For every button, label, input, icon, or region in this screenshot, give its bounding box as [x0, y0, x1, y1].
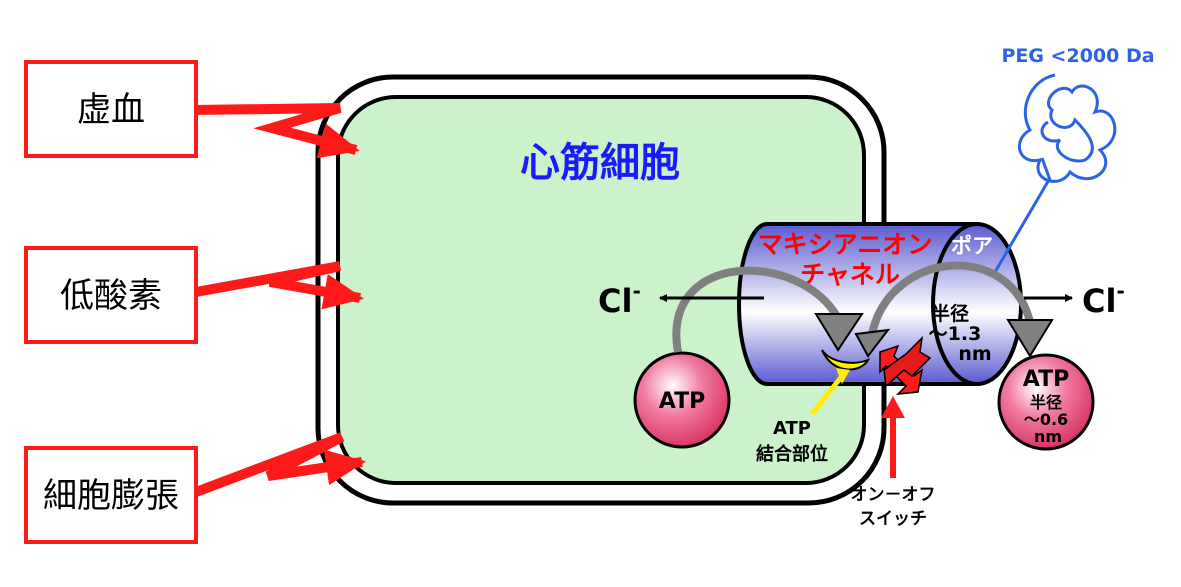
pore-radius-line1: 半径 — [931, 302, 969, 325]
atp-inside: ATP — [633, 351, 731, 449]
pore-label: ポア — [951, 234, 993, 258]
switch-label-line1: オン－オフ — [851, 485, 936, 505]
binding-site-label-line2: 結合部位 — [756, 443, 828, 465]
stimulus-arrow-ischemia — [195, 103, 360, 159]
atp-outside-radius-line1: 半径 — [1030, 393, 1062, 412]
atp-release-arrowhead-right — [1006, 319, 1054, 358]
binding-site-label-line1: ATP — [773, 418, 811, 439]
atp-release-arrow — [868, 261, 1034, 335]
stimulus-label-hypoxia: 低酸素 — [60, 276, 162, 316]
chloride-label-left: Cl- — [598, 279, 641, 320]
stimulus-label-ischemia: 虚血 — [77, 90, 145, 130]
atp-inside-circle — [633, 351, 731, 449]
peg-tether — [993, 177, 1052, 273]
atp-outside-radius-line3: nm — [1034, 427, 1062, 446]
atp-outside-label: ATP — [1023, 367, 1069, 392]
stimulus-arrow-cell-swelling — [194, 432, 366, 497]
atp-outside-radius-line2: 〜0.6 — [1024, 410, 1068, 429]
atp-binding-site — [821, 349, 871, 371]
switch-cross-arrow-b — [883, 335, 932, 388]
binding-site-pointer-head — [836, 368, 850, 384]
pore-radius-line2: 〜1.3 — [929, 323, 982, 345]
on-off-switch: オン－オフ スイッチ — [851, 335, 936, 529]
chloride-label-right: Cl- — [1082, 279, 1125, 320]
binding-site-pointer — [810, 374, 844, 416]
atp-inside-label: ATP — [659, 389, 705, 414]
atp-outside-circle — [997, 353, 1095, 451]
switch-label-line2: スイッチ — [859, 509, 927, 529]
peg-coil — [1018, 73, 1117, 183]
channel-label-line1: マキシアニオン — [758, 230, 933, 259]
stimulus-label-cell-swelling: 細胞膨張 — [43, 476, 179, 516]
peg-polymer: PEG <2000 Da — [993, 45, 1155, 273]
stimulus-box-ischemia: 虚血 — [24, 60, 198, 158]
stimulus-arrow-hypoxia — [195, 261, 364, 310]
pore-radius-line3: nm — [958, 343, 991, 365]
switch-arrow-head — [881, 396, 905, 418]
cell-title: 心筋細胞 — [520, 140, 680, 186]
atp-inside-to-binding-arrow — [672, 266, 842, 353]
channel-label-line2: チャネル — [800, 260, 900, 289]
atp-release-arrowhead-left — [854, 328, 891, 358]
peg-label: PEG <2000 Da — [1001, 45, 1154, 67]
stimulus-box-hypoxia: 低酸素 — [24, 246, 198, 344]
atp-outside: ATP 半径 〜0.6 nm — [997, 353, 1095, 451]
stimulus-box-cell-swelling: 細胞膨張 — [24, 446, 198, 544]
atp-inside-to-binding-arrowhead — [814, 313, 864, 352]
